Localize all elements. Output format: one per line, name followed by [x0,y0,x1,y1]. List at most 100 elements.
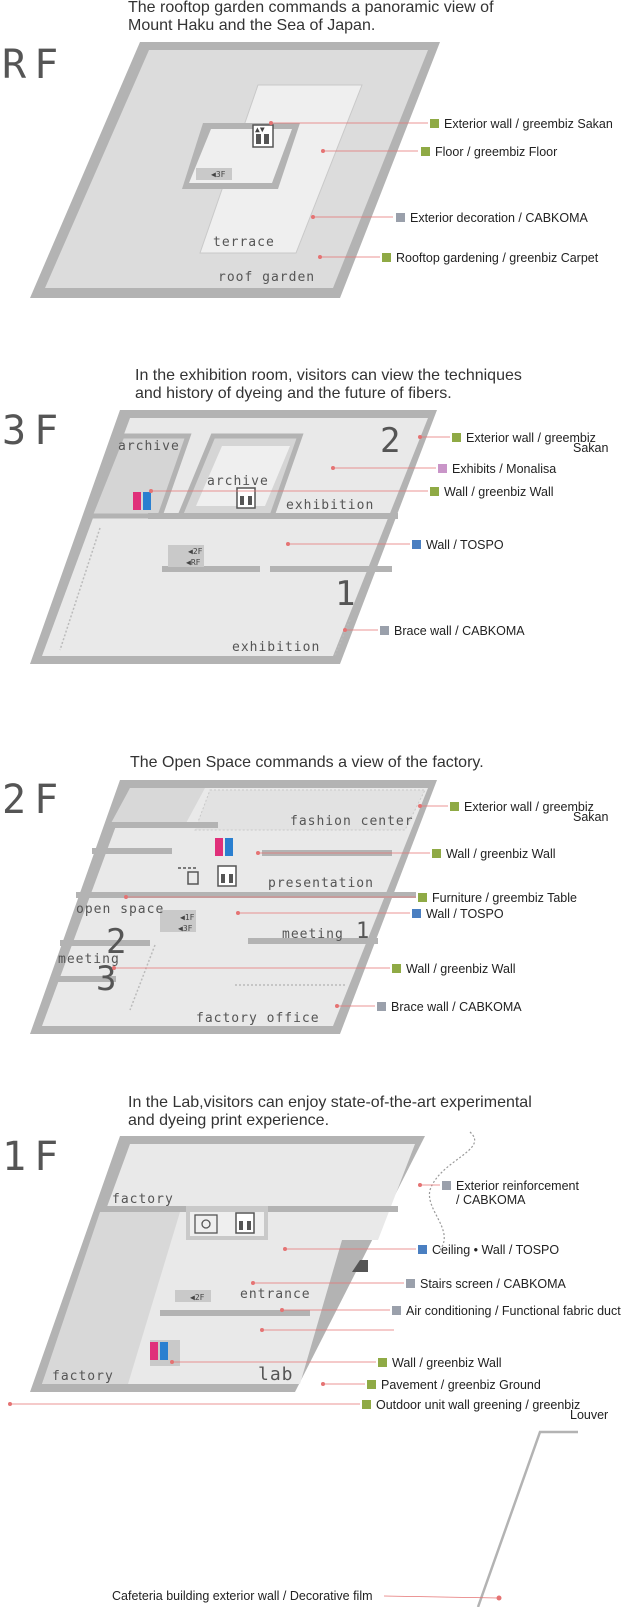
svg-text:Wall / greenbiz Wall: Wall / greenbiz Wall [444,485,554,499]
f2-room-meeting-1: meeting [282,927,344,942]
f3-stair-2f: ◀2F [188,547,203,556]
f3-note-5: Brace wall / CABKOMA [343,624,525,638]
svg-text:Exterior wall / greembiz: Exterior wall / greembiz [464,800,594,814]
f1-note-5: Wall / greenbiz Wall [170,1356,502,1370]
f2-room-fashion-center: fashion center [290,814,414,829]
f2-note-3: Furniture / greembiz Table [124,891,577,905]
rf-floor-label: RF [2,42,66,88]
f2-wall-b [92,848,172,854]
f1-stair [175,1290,211,1302]
f1-note-3: Stairs screen / CABKOMA [251,1277,567,1291]
cafeteria-section: Cafeteria building exterior wall / Decor… [112,1430,578,1607]
f2-stair-1f: ◀1F [180,913,195,922]
svg-text:Floor / greembiz Floor: Floor / greembiz Floor [435,145,557,159]
f2-note-6: Brace wall / CABKOMA [335,1000,522,1014]
svg-text:Wall / TOSPO: Wall / TOSPO [426,907,504,921]
svg-text:Brace wall / CABKOMA: Brace wall / CABKOMA [391,1000,522,1014]
f2-room-presentation: presentation [268,876,374,891]
f3-stair-wall [162,566,260,572]
accessible-restroom-icon [194,1214,218,1234]
svg-text:Ceiling • Wall / TOSPO: Ceiling • Wall / TOSPO [432,1243,559,1257]
svg-text:Wall / greenbiz Wall: Wall / greenbiz Wall [446,847,556,861]
f1-caption-line-1: In the Lab,visitors can enjoy state-of-t… [128,1094,532,1111]
elevator-icon: ▲▼ [252,124,274,148]
f3-room-exhibition-lower: exhibition [232,640,320,655]
rf-note-1: Exterior wall / greembiz Sakan [269,117,613,131]
f3-section: In the exhibition room, visitors can vie… [2,367,608,664]
rf-caption-line-1: The rooftop garden commands a panoramic … [128,0,494,16]
f3-caption-line-1: In the exhibition room, visitors can vie… [135,367,522,384]
svg-text:Stairs screen / CABKOMA: Stairs screen / CABKOMA [420,1277,567,1291]
rf-caption-line-2: Mount Haku and the Sea of Japan. [128,17,375,34]
drink-fountain-icon [178,867,199,885]
f3-room-exhibition-upper: exhibition [286,498,374,513]
f3-room-number-1: 1 [335,574,355,614]
f2-note-4: Wall / TOSPO [236,907,504,921]
svg-text:Exterior reinforcement: Exterior reinforcement [456,1179,579,1193]
svg-text:Wall / greenbiz Wall: Wall / greenbiz Wall [406,962,516,976]
f3-stair [168,545,204,567]
svg-text:Sakan: Sakan [573,441,608,455]
f3-caption-line-2: and history of dyeing and the future of … [135,385,452,402]
f1-note-1: Exterior reinforcement / CABKOMA [418,1179,579,1207]
f2-wall-a [108,822,218,828]
f2-wall-d [76,892,416,898]
f2-room-factory-office: factory office [196,1011,320,1026]
f1-note-4: Air conditioning / Functional fabric duc… [280,1304,621,1318]
f3-note-2: Exhibits / Monalisa [331,462,556,476]
svg-text:Rooftop gardening / greenbiz C: Rooftop gardening / greenbiz Carpet [396,251,599,265]
f1-exterior-reinforcement [428,1131,476,1251]
f1-arrow-mark [352,1260,368,1272]
rf-room-roof-garden: roof garden [218,270,315,285]
f2-wall-f [60,940,150,946]
svg-text:Sakan: Sakan [573,810,608,824]
f1-stair-2f: ◀2F [190,1293,205,1302]
svg-text:Exterior wall / greembiz Sakan: Exterior wall / greembiz Sakan [444,117,613,131]
restroom-icon [215,838,233,856]
svg-text:Brace wall / CABKOMA: Brace wall / CABKOMA [394,624,525,638]
f3-floor-label: 3F [2,408,66,454]
f1-room-factory-upper: factory [112,1192,174,1207]
f3-mid-wall [270,566,392,572]
svg-text:Pavement / greenbiz Ground: Pavement / greenbiz Ground [381,1378,541,1392]
f1-room-lab: lab [258,1364,294,1385]
svg-text:Air conditioning / Functional: Air conditioning / Functional fabric duc… [406,1304,621,1318]
svg-text:/ CABKOMA: / CABKOMA [456,1193,526,1207]
f1-air-duct-line [260,1328,394,1332]
f1-wall-entrance [160,1310,310,1316]
f2-room-number-1: 1 [356,919,370,944]
f3-note-4: Wall / TOSPO [286,538,504,552]
f2-room-meeting-2: meeting [58,952,120,967]
rf-section: The rooftop garden commands a panoramic … [2,0,613,298]
svg-text:Furniture / greembiz Table: Furniture / greembiz Table [432,891,577,905]
rf-note-3: Exterior decoration / CABKOMA [311,211,589,225]
f2-note-5: Wall / greenbiz Wall [112,962,516,976]
cafeteria-building-outline [476,1430,578,1607]
svg-text:Louver: Louver [570,1408,608,1422]
f3-room-archive-left: archive [118,439,180,454]
f2-stair-3f: ◀3F [178,924,193,933]
f1-caption-line-2: and dyeing print experience. [128,1112,329,1129]
f1-note-2: Ceiling • Wall / TOSPO [283,1243,559,1257]
f3-note-3: Wall / greenbiz Wall [149,485,554,499]
f1-room-entrance: entrance [240,1287,311,1302]
f2-upper-left-room [110,788,205,825]
f1-section: In the Lab,visitors can enjoy state-of-t… [2,1094,621,1422]
f2-wall-g [56,976,116,982]
f3-room-number-2: 2 [380,421,400,461]
f2-caption-line-1: The Open Space commands a view of the fa… [130,754,484,771]
svg-text:Outdoor unit wall greening / g: Outdoor unit wall greening / greenbiz [376,1398,580,1412]
f3-room-archive-center: archive [207,474,269,489]
rf-room-terrace: terrace [213,235,275,250]
f2-floor [42,788,428,1026]
f1-room-factory-lower: factory [52,1369,114,1384]
elevator-icon [236,487,256,509]
f2-room-number-3: 3 [96,959,116,999]
f3-note-1: Exterior wall / greembiz Sakan [418,431,608,455]
f2-note-2: Wall / greenbiz Wall [256,847,556,861]
rf-note-2: Floor / greembiz Floor [321,145,557,159]
elevator-icon [235,1212,255,1234]
f3-brace-wall-left [59,527,101,651]
f1-floor-label: 1F [2,1134,66,1180]
